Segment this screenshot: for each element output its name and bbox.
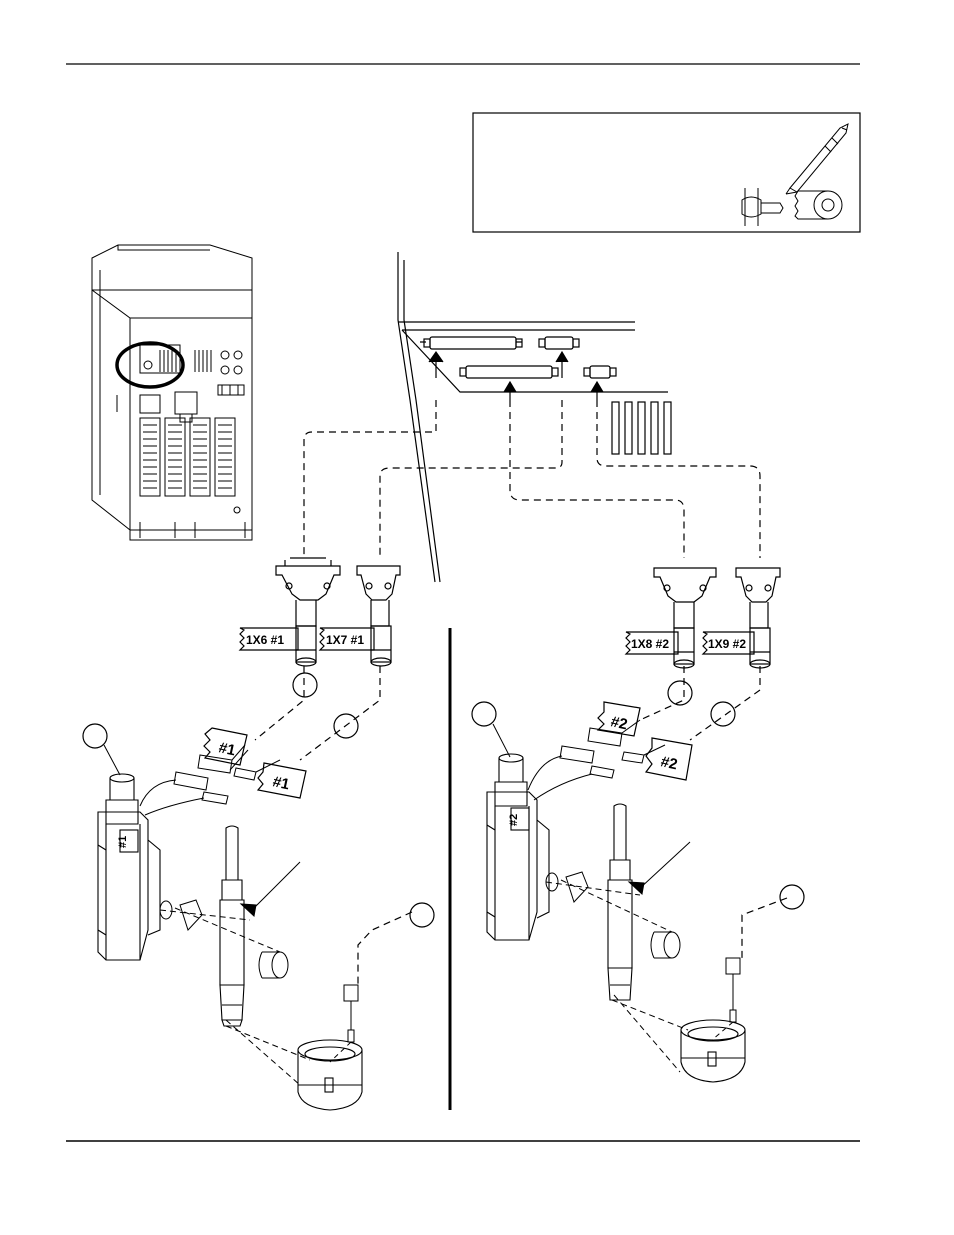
tag-1x7-outline: [318, 627, 375, 651]
flag-label-2b-text: #2: [659, 753, 679, 773]
flag-label-2b: [644, 737, 693, 781]
lifter-cable-connectors-2: [527, 719, 666, 801]
retaining-cup-1: [297, 1039, 363, 1111]
plug-1x6: [275, 557, 341, 667]
pen-icon: [785, 123, 849, 195]
callout-circle-8: [779, 884, 805, 910]
torch-lifter-2: [486, 753, 550, 941]
tag-1x9-outline: [701, 631, 755, 655]
flag-label-1a-text: #1: [217, 739, 237, 759]
motor-tag-2-text: #2: [508, 814, 520, 826]
receptacle-1x6: [429, 336, 517, 350]
callout-circle-1: [292, 672, 318, 698]
retaining-cup-2: [680, 1019, 746, 1083]
plug-1x9: [735, 567, 781, 669]
lifter-cable-connectors-1: [139, 744, 281, 816]
vent-grille-right: [194, 350, 212, 372]
flag-label-1b-text: #1: [271, 773, 291, 793]
tag-1x6-label: 1X6 #1: [246, 633, 284, 647]
callout-circle-7: [710, 701, 736, 727]
tape-roll-icon: [794, 190, 843, 220]
motor-tag-1-text: #1: [117, 836, 129, 848]
tag-1x7-label: 1X7 #1: [326, 633, 364, 647]
vent-grille-small: [159, 350, 177, 372]
callout-circle-2: [333, 713, 359, 739]
labeled-wire-icon: [741, 188, 784, 226]
callout-circle-6: [667, 680, 693, 706]
tag-1x9-label: 1X9 #2: [708, 637, 746, 651]
rear-connector-panel: [397, 252, 672, 583]
power-supply-cabinet: [91, 244, 253, 541]
flag-label-2a-text: #2: [609, 713, 629, 733]
flag-label-1b: [256, 762, 307, 799]
callout-circle-5: [471, 701, 497, 727]
flag-label-2a: [596, 701, 641, 737]
ohmic-connector-2: [711, 957, 741, 1041]
labeling-note-box: [472, 112, 861, 233]
torch-lifter-1: [97, 773, 161, 961]
torch-1: [219, 825, 245, 1027]
callout-circles: [82, 672, 805, 928]
plug-1x8: [653, 567, 717, 669]
connection-area-highlight: [115, 341, 185, 389]
receptacle-1x7: [544, 336, 574, 350]
tag-1x8-label: 1X8 #2: [631, 637, 669, 651]
ohmic-connector-1: [329, 984, 359, 1063]
receptacle-1x9: [589, 365, 611, 379]
tag-1x6-outline: [238, 627, 299, 651]
cable-routes: [254, 400, 788, 985]
receptacle-1x8: [465, 365, 553, 379]
plug-1x7: [356, 565, 401, 667]
panel-slots: [611, 401, 672, 455]
callout-circle-4: [409, 902, 435, 928]
tag-1x8-outline: [624, 631, 679, 655]
front-louvers: [139, 417, 236, 497]
torch-2: [607, 803, 633, 1001]
callout-circle-3: [82, 723, 108, 749]
torch-holder-parts-1: [159, 899, 289, 979]
